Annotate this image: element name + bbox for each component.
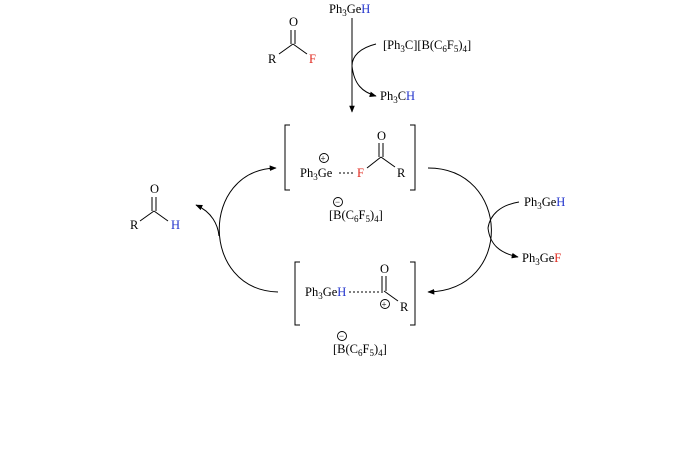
atom-R-2: R <box>397 166 406 180</box>
anion-2: [B(C6F5)4] <box>333 342 387 358</box>
trityl-reagent: [Ph3C][B(C6F5)4] <box>383 38 471 54</box>
atom-O-4: O <box>150 182 159 196</box>
atom-R: R <box>268 52 277 66</box>
ph-text: Ph <box>329 2 343 16</box>
f-c-bond <box>366 156 382 169</box>
intermediate-acylium-complex: Ph3GeH O R + − [B(C6F5)4] <box>294 261 416 358</box>
c-h-bond <box>153 210 169 222</box>
ph-sub: 3 <box>342 8 347 18</box>
c-r-bond <box>278 43 294 55</box>
aldehyde-release-arrow <box>195 204 220 237</box>
acyl-fluoride: O R F <box>268 15 316 66</box>
germane-in-curve <box>487 201 520 229</box>
atom-R-4: R <box>130 218 139 232</box>
atom-O-3: O <box>380 262 389 276</box>
atom-F-2: F <box>357 166 364 180</box>
plus-charge-2 <box>380 299 390 309</box>
atom-O-2: O <box>377 129 386 143</box>
atom-R-3: R <box>400 300 409 314</box>
svg-text:+: + <box>321 154 326 164</box>
c-r-bond-2 <box>380 156 396 168</box>
minus-charge-1 <box>333 197 343 207</box>
h-text: H <box>361 2 370 16</box>
bracket-left-1 <box>284 124 290 191</box>
plus-charge-1 <box>319 153 329 163</box>
svg-text:−: − <box>339 331 344 341</box>
atom-F: F <box>309 52 316 66</box>
anion-1: [B(C6F5)4] <box>329 208 383 224</box>
aldehyde-product: O R H <box>130 182 180 232</box>
cycle-arrow-left <box>218 165 279 293</box>
svg-text:Ph3Ge: Ph3Ge <box>300 166 333 182</box>
svg-text:Ph3GeH: Ph3GeH <box>305 285 346 301</box>
germyl-fluoride: Ph3GeF <box>522 251 561 267</box>
c-f-bond <box>292 43 308 55</box>
ge-text: Ge <box>347 2 362 16</box>
svg-text:+: + <box>382 300 387 310</box>
svg-text:−: − <box>335 197 340 207</box>
curve-out-top <box>351 65 377 97</box>
curve-in-top <box>351 43 377 67</box>
germyl-fluoride-out-curve <box>487 227 519 259</box>
cycle-arrow-right <box>427 167 492 295</box>
svg-text:Ph3GeH: Ph3GeH <box>329 2 370 18</box>
bracket-left-2 <box>294 261 300 326</box>
bracket-right-2 <box>410 261 416 326</box>
germane-reagent-right: Ph3GeH <box>524 195 565 211</box>
trityl-hydride: Ph3CH <box>380 89 415 105</box>
bracket-right-1 <box>410 124 416 191</box>
c-r-bond-4 <box>139 210 155 222</box>
germane-reagent-top: Ph3GeH <box>329 2 370 18</box>
minus-charge-2 <box>337 331 347 341</box>
atom-H-4: H <box>171 218 180 232</box>
atom-O: O <box>289 15 298 29</box>
c-r-bond-3 <box>383 290 399 302</box>
intermediate-fluoride-complex: Ph3Ge + F O R − [B(C6F5)4] <box>284 124 416 224</box>
